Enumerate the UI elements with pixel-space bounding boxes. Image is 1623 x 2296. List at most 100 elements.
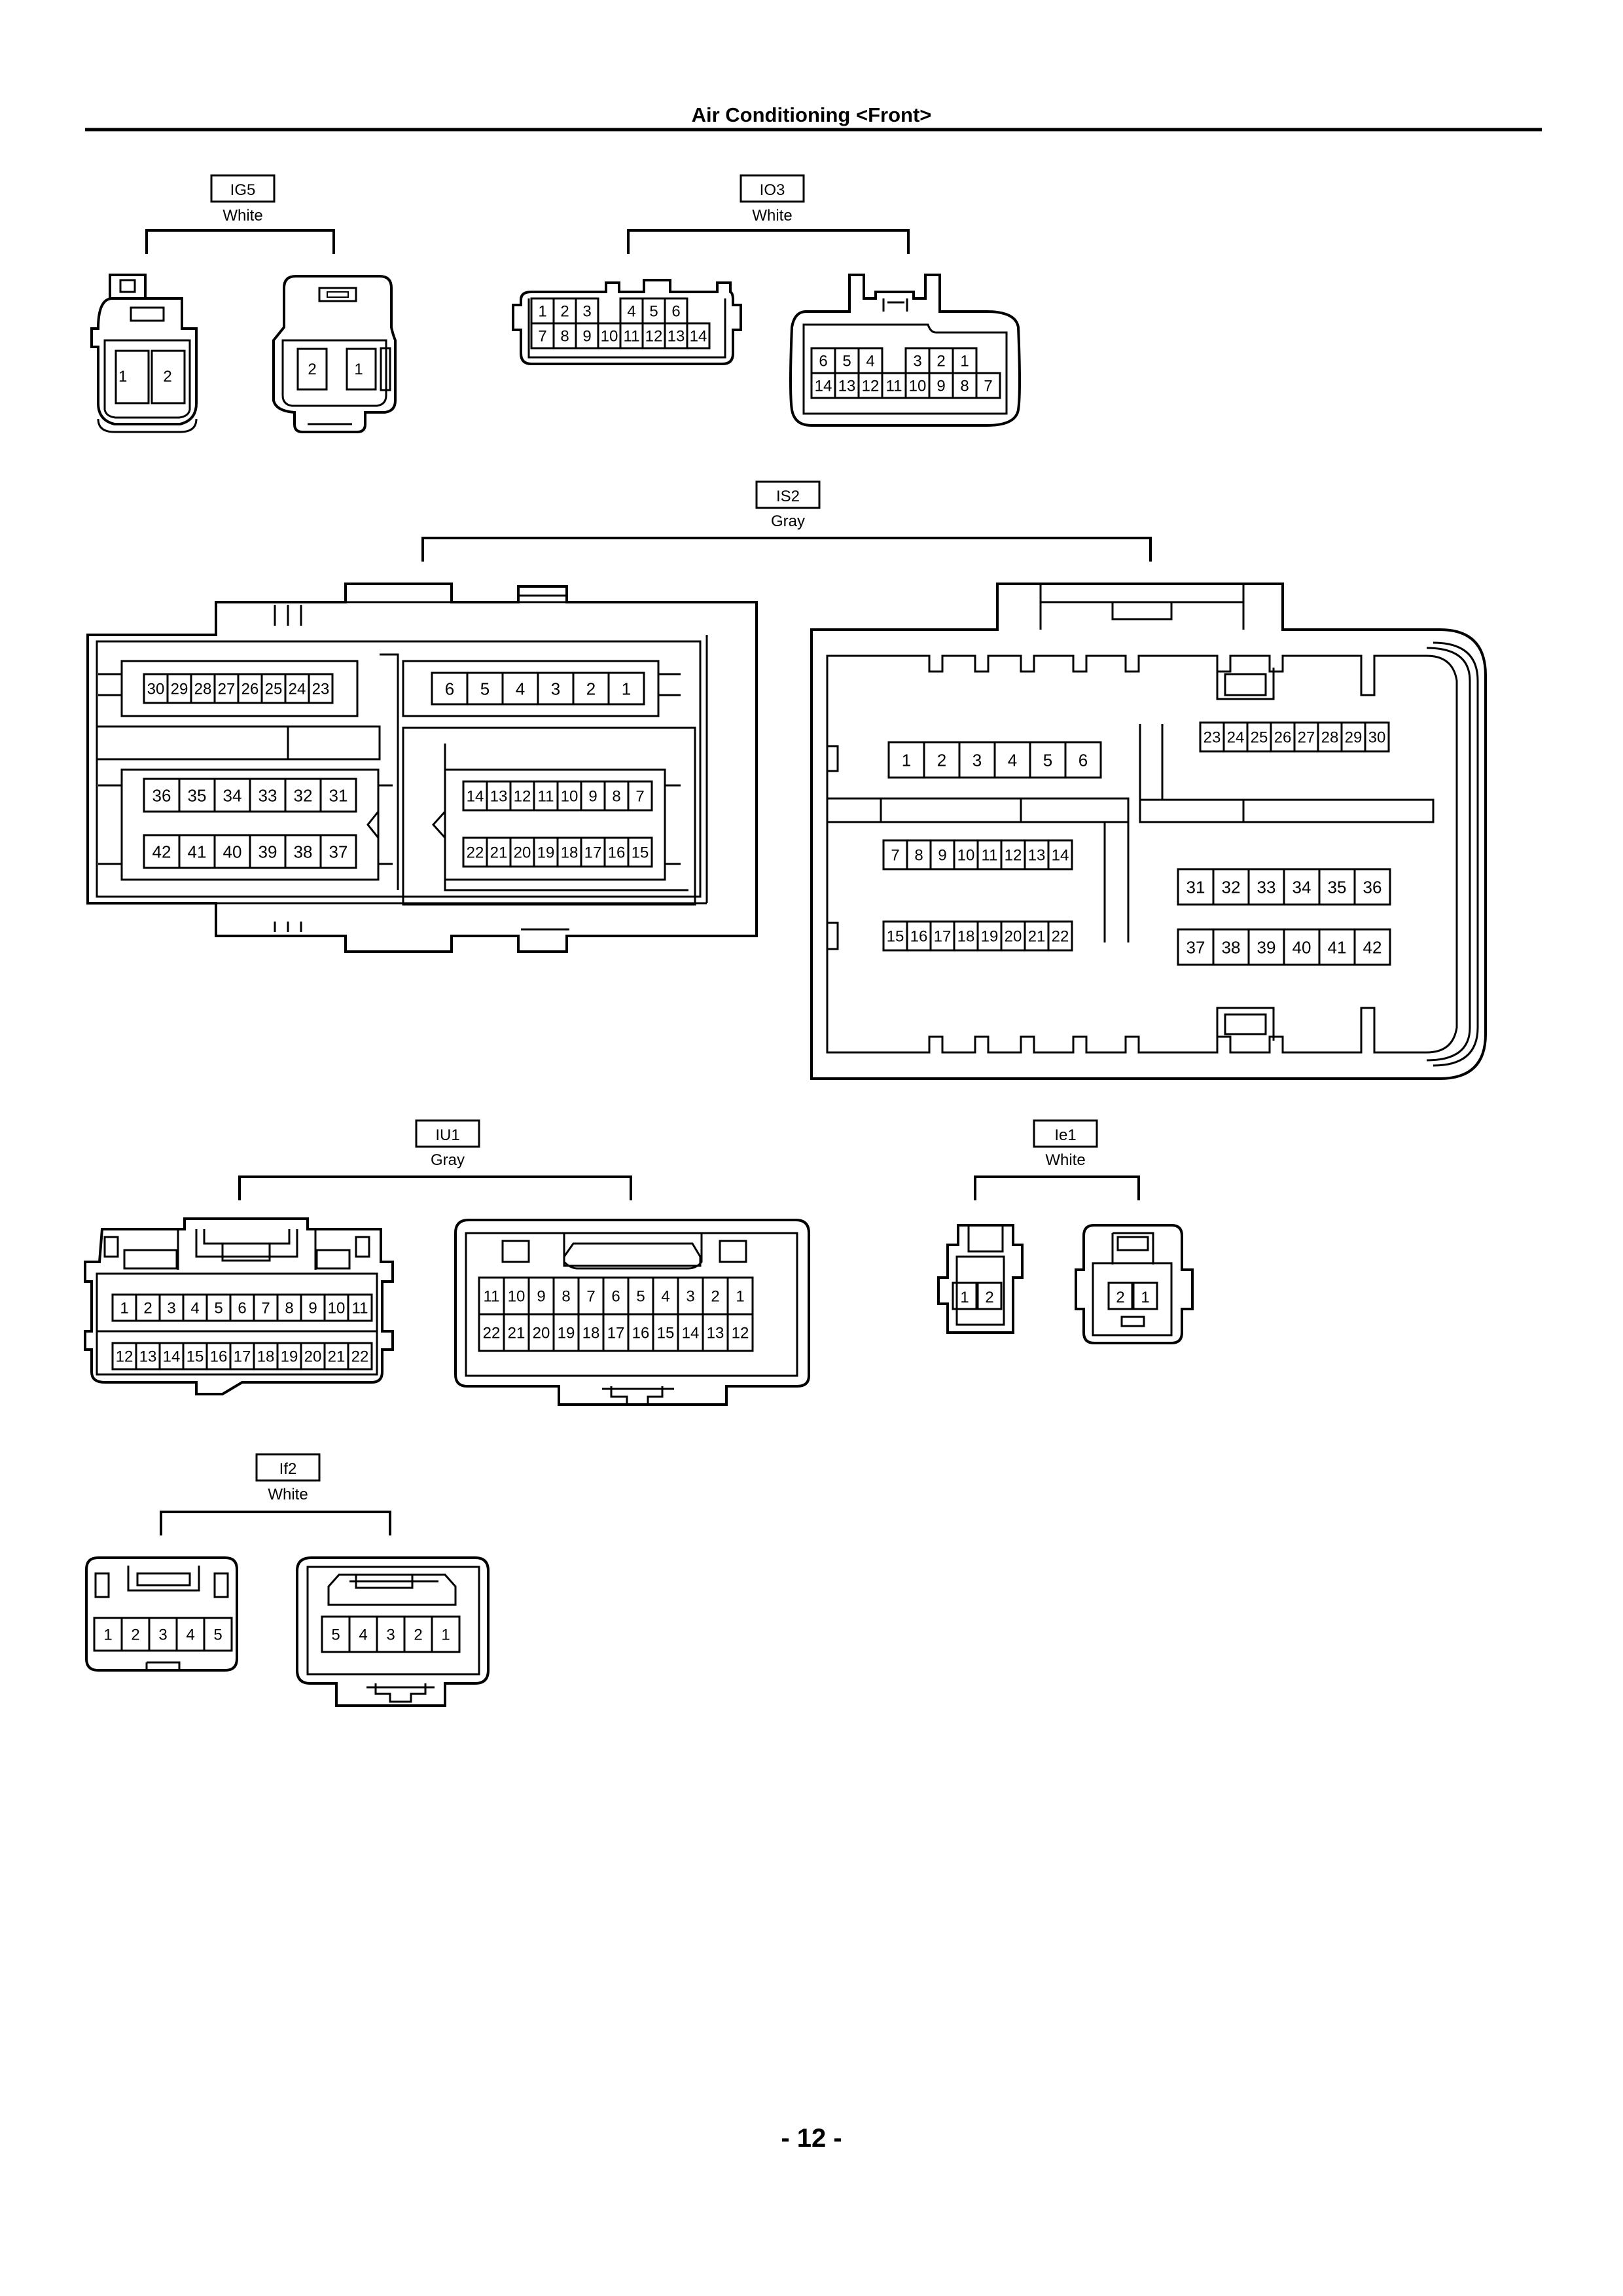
io3-male-pin: 10	[601, 328, 618, 346]
ie1-code: Ie1	[1054, 1126, 1076, 1144]
iu1-female-pin: 3	[686, 1288, 694, 1306]
is2-male-pin: 19	[537, 844, 555, 862]
if2-male-pin: 1	[103, 1626, 112, 1644]
io3-color: White	[752, 207, 792, 224]
ie1-male-pin: 1	[960, 1289, 969, 1306]
io3-male-pin-cell	[686, 322, 711, 350]
io3-male-pin: 8	[560, 328, 569, 346]
iu1-male-pin: 9	[308, 1300, 317, 1318]
is2-female-pin: 24	[1227, 729, 1245, 747]
iu1-male-pin: 5	[214, 1300, 223, 1318]
is2-male-pin: 32	[294, 785, 313, 805]
is2-male-pin: 6	[445, 679, 454, 698]
iu1-male-pin: 1	[120, 1300, 128, 1318]
is2-male-pin: 27	[218, 681, 236, 698]
iu1-male-pin: 7	[261, 1300, 270, 1318]
io3-code: IO3	[760, 181, 785, 199]
is2-female-pin: 31	[1186, 877, 1205, 897]
is2-female-pin: 3	[972, 750, 982, 770]
is2-male-pin: 4	[516, 679, 525, 698]
io3-male-pin: 9	[582, 328, 591, 346]
is2-male-pin-cell	[607, 672, 645, 706]
is2-female-pin: 7	[891, 847, 899, 865]
is2-male-pin: 3	[551, 679, 560, 698]
is2-female-pin: 11	[982, 847, 998, 865]
io3-male-pin: 6	[671, 303, 680, 321]
ig5-code-box	[210, 174, 276, 203]
iu1-female-pin: 6	[611, 1288, 620, 1306]
if2-female-pin: 2	[414, 1626, 422, 1644]
is2-male-pin-cell	[308, 673, 334, 704]
io3-female-pin: 4	[866, 353, 874, 370]
is2-female-pin-cell	[1064, 741, 1102, 779]
iu1-male-pin: 22	[351, 1348, 369, 1366]
io3-female-pin: 9	[936, 378, 945, 395]
ig5-female-pin: 1	[354, 361, 363, 378]
iu1-female-pin-cell	[726, 1313, 754, 1352]
is2-male-pin: 9	[588, 788, 597, 806]
ie1-male-pins: 1 2	[952, 1282, 1003, 1310]
is2-female-pin: 27	[1298, 729, 1315, 747]
is2-female-pin: 17	[934, 928, 952, 946]
iu1-female-pin: 7	[586, 1288, 595, 1306]
io3-male-pin: 14	[690, 328, 707, 346]
iu1-female-pin: 15	[657, 1325, 675, 1342]
iu1-female-pin: 17	[607, 1325, 625, 1342]
iu1-male-pin: 18	[257, 1348, 275, 1366]
iu1-female-pin: 5	[636, 1288, 645, 1306]
iu1-female-pin: 2	[711, 1288, 719, 1306]
iu1-female-pin: 13	[707, 1325, 724, 1342]
ig5-color: White	[223, 207, 262, 224]
iu1-male-pin: 10	[328, 1300, 346, 1318]
iu1-female-pin: 11	[484, 1288, 500, 1306]
is2-male-pin: 10	[561, 788, 579, 806]
iu1-male-pin: 2	[143, 1300, 152, 1318]
iu1-female-pin: 22	[483, 1325, 501, 1342]
if2-male-pin: 5	[213, 1626, 222, 1644]
is2-male-pin: 17	[584, 844, 602, 862]
is2-male-pin: 18	[561, 844, 579, 862]
ig5-male-pins: 1 2	[115, 350, 186, 404]
io3-female-pin: 14	[815, 378, 832, 395]
io3-female-housing	[789, 274, 1021, 427]
is2-female-pin: 40	[1293, 937, 1311, 957]
is2-male-pin: 1	[622, 679, 631, 698]
is2-male-pin: 40	[223, 842, 242, 861]
io3-male-pin: 13	[668, 328, 685, 346]
is2-female-pin: 21	[1028, 928, 1046, 946]
ig5-male-pin: 2	[163, 368, 171, 386]
ie1-male-pin: 2	[985, 1289, 993, 1306]
iu1-male-pin: 16	[210, 1348, 228, 1366]
iu1-male-pin: 11	[352, 1300, 368, 1318]
if2-color: White	[268, 1486, 308, 1503]
ig5-female-pin: 2	[308, 361, 316, 378]
if2-code: If2	[279, 1460, 297, 1478]
is2-female-pin: 12	[1005, 847, 1022, 865]
is2-female-pin-cell	[1364, 721, 1390, 753]
is2-male-pin: 21	[490, 844, 508, 862]
is2-female-pin: 37	[1186, 937, 1205, 957]
if2-female-pin: 1	[441, 1626, 450, 1644]
io3-male-pin: 1	[538, 303, 546, 321]
is2-female-housing	[810, 583, 1487, 1080]
is2-male-pin: 34	[223, 785, 242, 805]
iu1-female-pin: 8	[562, 1288, 570, 1306]
is2-male-pin-cell	[627, 836, 653, 868]
is2-male-pin: 2	[586, 679, 596, 698]
is2-male-pin: 8	[612, 788, 620, 806]
connector-ig5: IG5 White 1 2 2	[90, 174, 397, 433]
iu1-male-pin: 19	[281, 1348, 298, 1366]
is2-female-pin-cell	[1353, 928, 1391, 966]
is2-male-pin: 33	[259, 785, 277, 805]
io3-female-pin: 1	[960, 353, 969, 370]
iu1-male-pin: 15	[187, 1348, 204, 1366]
iu1-female-pin: 18	[582, 1325, 600, 1342]
is2-male-pin: 26	[241, 681, 259, 698]
